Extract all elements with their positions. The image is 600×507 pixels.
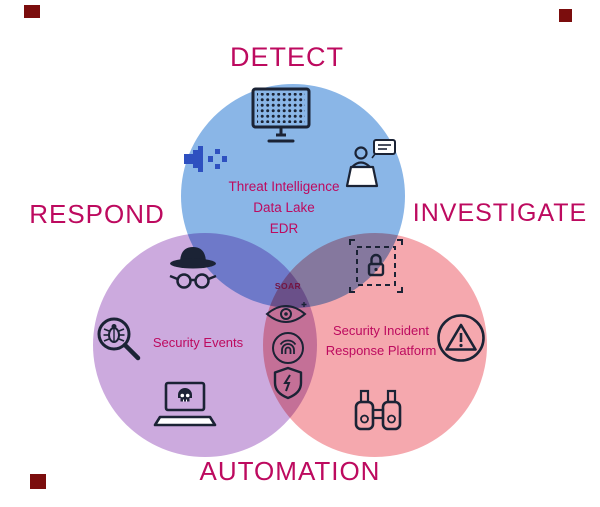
detect-items-text: Threat Intelligence Data Lake EDR	[196, 176, 372, 239]
shield-icon	[271, 365, 305, 401]
investigate-label: INVESTIGATE	[412, 199, 588, 227]
bug-search-icon	[90, 310, 146, 366]
investigate-items-text: Security Incident Response Platform	[306, 321, 456, 361]
respond-label: RESPOND	[29, 199, 165, 229]
megaphone-icon	[181, 139, 229, 179]
detect-item-threat-intelligence: Threat Intelligence	[228, 179, 340, 194]
investigate-item-line2: Response Platform	[325, 343, 437, 358]
detect-item-edr: EDR	[269, 221, 299, 236]
detect-label: DETECT	[230, 42, 344, 72]
detect-item-data-lake: Data Lake	[253, 200, 315, 215]
investigate-item-line1: Security Incident	[332, 323, 430, 338]
lock-frame-icon	[346, 236, 406, 296]
soar-label: SOAR	[274, 281, 302, 291]
warning-triangle-icon	[435, 312, 487, 364]
binoculars-icon	[351, 386, 405, 434]
watermark-square-top-right	[559, 9, 572, 22]
skull-laptop-icon	[153, 380, 217, 432]
presenter-icon	[344, 138, 398, 190]
watermark-square-bottom-left	[30, 474, 46, 489]
respond-items-text: Security Events	[152, 335, 244, 350]
eye-icon	[263, 301, 309, 327]
automation-label: AUTOMATION	[199, 456, 381, 486]
fingerprint-icon	[270, 330, 306, 366]
monitor-dots-icon	[243, 86, 319, 148]
watermark-square-top-left	[24, 5, 40, 18]
spy-hat-icon	[163, 236, 223, 296]
